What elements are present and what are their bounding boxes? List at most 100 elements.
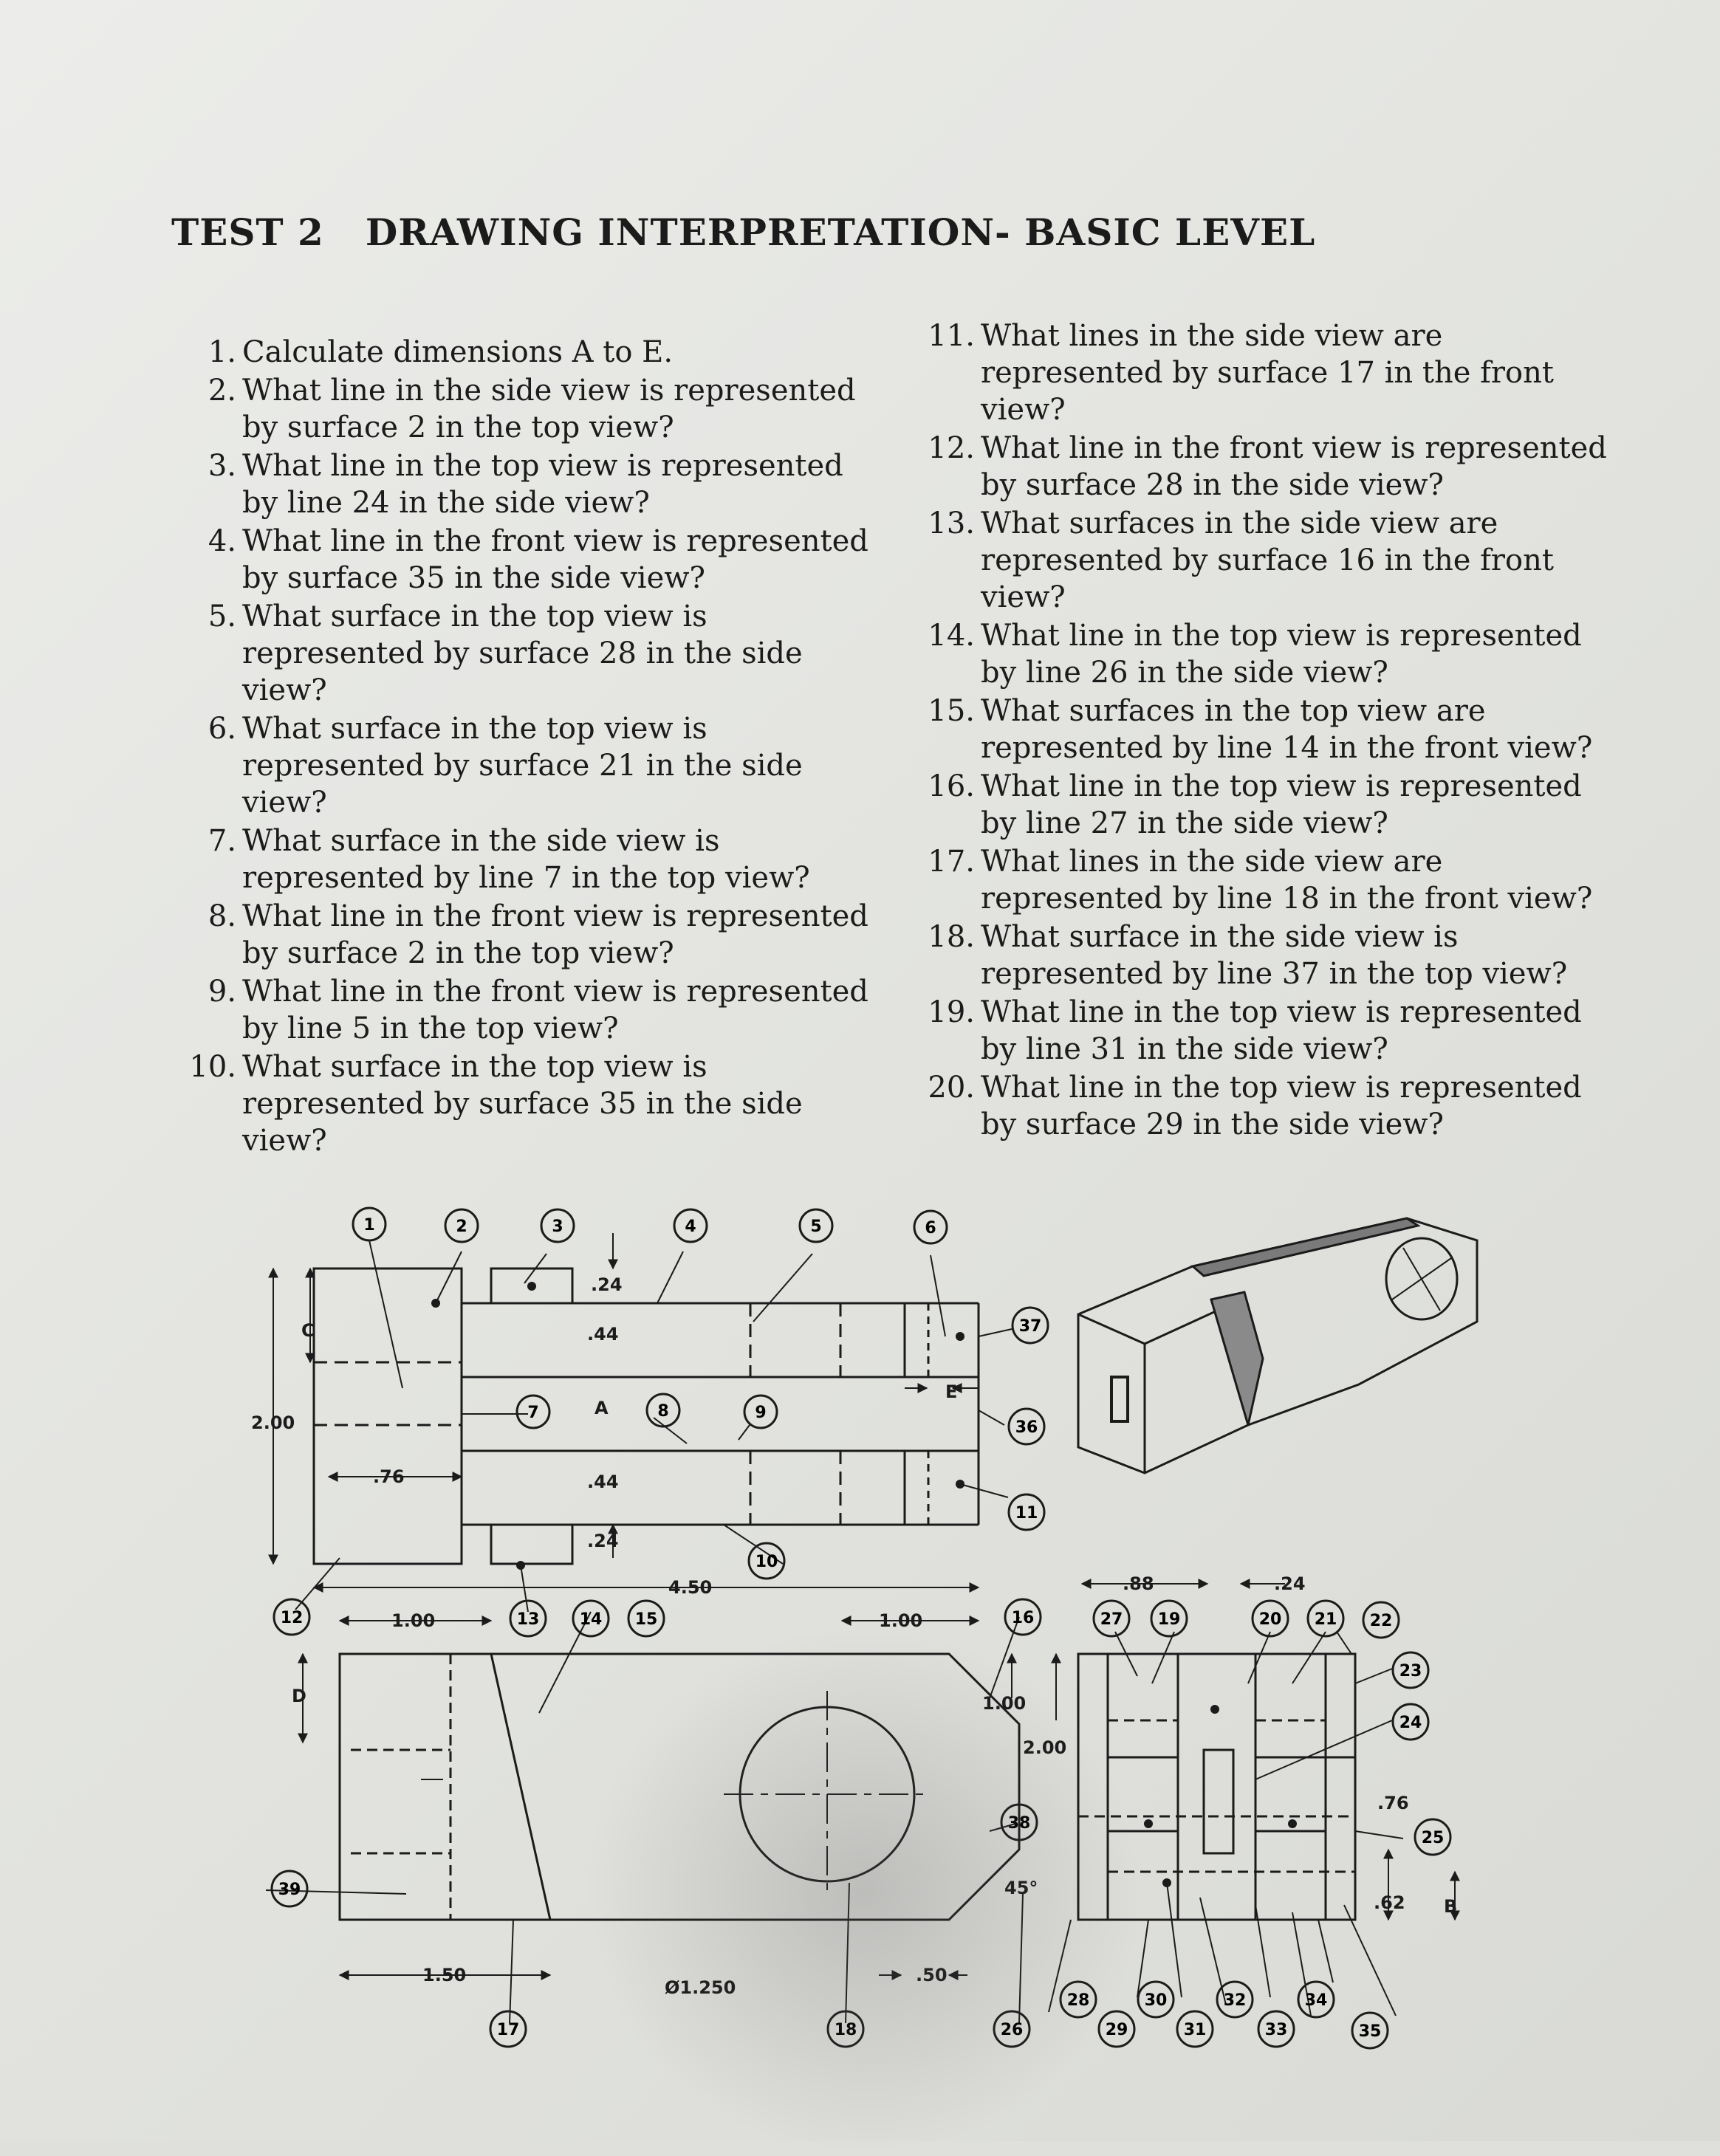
questions-right-column: 11.What lines in the side view are repre… [923, 317, 1625, 1144]
svg-text:20: 20 [1259, 1610, 1282, 1629]
svg-text:26: 26 [1001, 2021, 1024, 2039]
svg-text:13: 13 [517, 1610, 540, 1629]
dim-C: C [301, 1320, 315, 1341]
question-item: 18.What surface in the side view is repr… [928, 920, 1568, 991]
callout-23: 23 [1391, 1651, 1430, 1689]
question-item: 8.What line in the front view is represe… [208, 899, 868, 970]
question-item: 12.What line in the front view is repres… [928, 431, 1607, 502]
dim-B: B [1444, 1896, 1457, 1917]
svg-text:25: 25 [1422, 1829, 1445, 1847]
front-view [338, 1652, 1021, 1921]
svg-text:34: 34 [1305, 1991, 1328, 2010]
dim-24-side: .24 [1274, 1573, 1306, 1594]
question-item: 17.What lines in the side view are repre… [928, 845, 1593, 916]
svg-text:11: 11 [1015, 1504, 1038, 1522]
side-view [1077, 1652, 1357, 1921]
dim-D: D [292, 1686, 306, 1706]
question-item: 9.What line in the front view is represe… [208, 975, 868, 1046]
callout-11: 11 [1007, 1493, 1046, 1531]
callout-29: 29 [1097, 2010, 1136, 2048]
callout-17: 17 [489, 2010, 527, 2048]
question-item: 19.What line in the top view is represen… [928, 995, 1582, 1066]
callout-2: 2 [444, 1208, 479, 1243]
question-item: 16.What line in the top view is represen… [928, 769, 1582, 840]
dim-1-00-right: 1.00 [879, 1610, 922, 1631]
callout-38: 38 [1000, 1803, 1038, 1841]
callout-6: 6 [913, 1209, 948, 1245]
dim-76: .76 [373, 1466, 405, 1487]
callout-18: 18 [826, 2010, 865, 2048]
svg-text:4: 4 [685, 1218, 696, 1236]
questions-left-column: 1.Calculate dimensions A to E. 2.What li… [185, 334, 871, 1161]
callout-13: 13 [509, 1599, 547, 1638]
drawing-svg: .24 .44 A C 2.00 .76 .44 .24 E 4.50 1.00… [251, 1206, 1479, 2050]
callout-30: 30 [1137, 1980, 1175, 2019]
svg-text:23: 23 [1399, 1662, 1422, 1680]
callout-16: 16 [1004, 1598, 1042, 1636]
question-item: 6.What surface in the top view is repres… [208, 712, 803, 820]
dim-62: .62 [1374, 1892, 1405, 1913]
dim-4-50: 4.50 [668, 1577, 712, 1598]
svg-text:27: 27 [1100, 1610, 1123, 1629]
question-item: 11.What lines in the side view are repre… [928, 319, 1554, 427]
callout-37: 37 [1011, 1306, 1049, 1345]
callout-33: 33 [1257, 2010, 1295, 2048]
question-item: 5.What surface in the top view is repres… [208, 600, 803, 707]
dimension-labels: .24 .44 A C 2.00 .76 .44 .24 E 4.50 1.00… [251, 1274, 1457, 1998]
callout-31: 31 [1176, 2010, 1214, 2048]
callout-5: 5 [798, 1208, 834, 1243]
dim-E: E [945, 1381, 957, 1402]
callout-26: 26 [993, 2010, 1031, 2048]
svg-text:5: 5 [810, 1218, 821, 1236]
callout-27: 27 [1092, 1599, 1131, 1638]
svg-text:37: 37 [1019, 1317, 1042, 1336]
callout-36: 36 [1007, 1407, 1046, 1446]
svg-text:2: 2 [456, 1218, 467, 1236]
dim-24-top: .24 [591, 1274, 623, 1295]
svg-text:28: 28 [1067, 1991, 1090, 2010]
callout-14: 14 [572, 1599, 610, 1638]
svg-text:12: 12 [281, 1609, 304, 1627]
callout-28: 28 [1059, 1980, 1097, 2019]
svg-text:14: 14 [580, 1610, 603, 1629]
svg-text:21: 21 [1315, 1610, 1337, 1629]
svg-text:39: 39 [278, 1881, 301, 1899]
svg-text:24: 24 [1399, 1714, 1422, 1732]
question-item: 14.What line in the top view is represen… [928, 619, 1582, 690]
callout-22: 22 [1362, 1601, 1400, 1639]
svg-text:32: 32 [1224, 1991, 1247, 2010]
dim-45-degree: 45° [1004, 1878, 1038, 1898]
dim-76-side: .76 [1377, 1793, 1409, 1813]
question-item: 10.What surface in the top view is repre… [189, 1050, 803, 1158]
svg-text:8: 8 [657, 1402, 668, 1421]
dim-2-00-left: 2.00 [251, 1412, 295, 1433]
question-item: 4.What line in the front view is represe… [208, 524, 868, 595]
question-item: 2.What line in the side view is represen… [208, 374, 856, 444]
dim-88: .88 [1123, 1573, 1154, 1594]
question-item: 7.What surface in the side view is repre… [208, 824, 810, 895]
leader-lines [265, 1240, 1404, 2024]
dim-diameter: Ø1.250 [665, 1977, 736, 1998]
svg-text:31: 31 [1184, 2021, 1207, 2039]
callout-3: 3 [540, 1208, 575, 1243]
orthographic-drawing: .24 .44 A C 2.00 .76 .44 .24 E 4.50 1.00… [222, 1181, 1507, 2053]
callout-32: 32 [1216, 1980, 1254, 2019]
dim-A: A [595, 1398, 609, 1418]
svg-text:18: 18 [835, 2021, 857, 2039]
svg-text:1: 1 [363, 1216, 374, 1235]
svg-text:15: 15 [635, 1610, 658, 1629]
svg-text:35: 35 [1359, 2022, 1382, 2041]
isometric-view [1077, 1217, 1479, 1474]
dim-1-50: 1.50 [422, 1965, 466, 1985]
callout-34: 34 [1297, 1980, 1335, 2019]
svg-text:38: 38 [1008, 1814, 1031, 1833]
svg-text:7: 7 [527, 1404, 538, 1422]
dim-44-top: .44 [587, 1324, 619, 1345]
svg-text:6: 6 [925, 1219, 936, 1237]
callout-21: 21 [1306, 1599, 1345, 1638]
callout-15: 15 [627, 1599, 665, 1638]
svg-text:16: 16 [1012, 1609, 1035, 1627]
question-item: 1.Calculate dimensions A to E. [208, 335, 674, 369]
